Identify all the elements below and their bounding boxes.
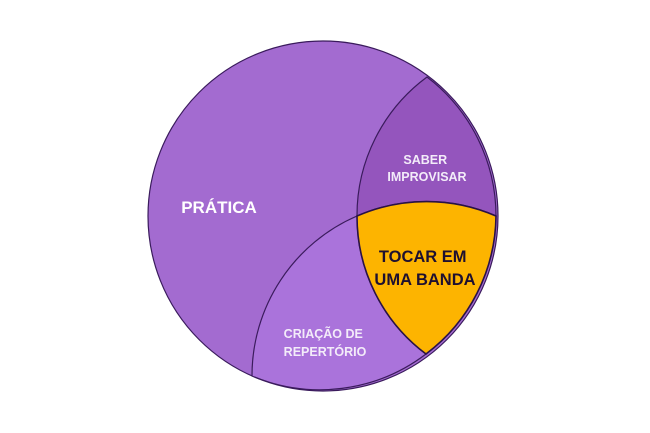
label-saber-improvisar: SABER IMPROVISAR [387, 153, 466, 184]
label-criacao-de-repertorio: CRIAÇÃO DE REPERTÓRIO [284, 326, 367, 359]
label-pratica: PRÁTICA [181, 198, 257, 217]
region-tocar-em-uma-banda [356, 200, 497, 355]
label-tocar-em-uma-banda: TOCAR EM UMA BANDA [374, 248, 475, 289]
